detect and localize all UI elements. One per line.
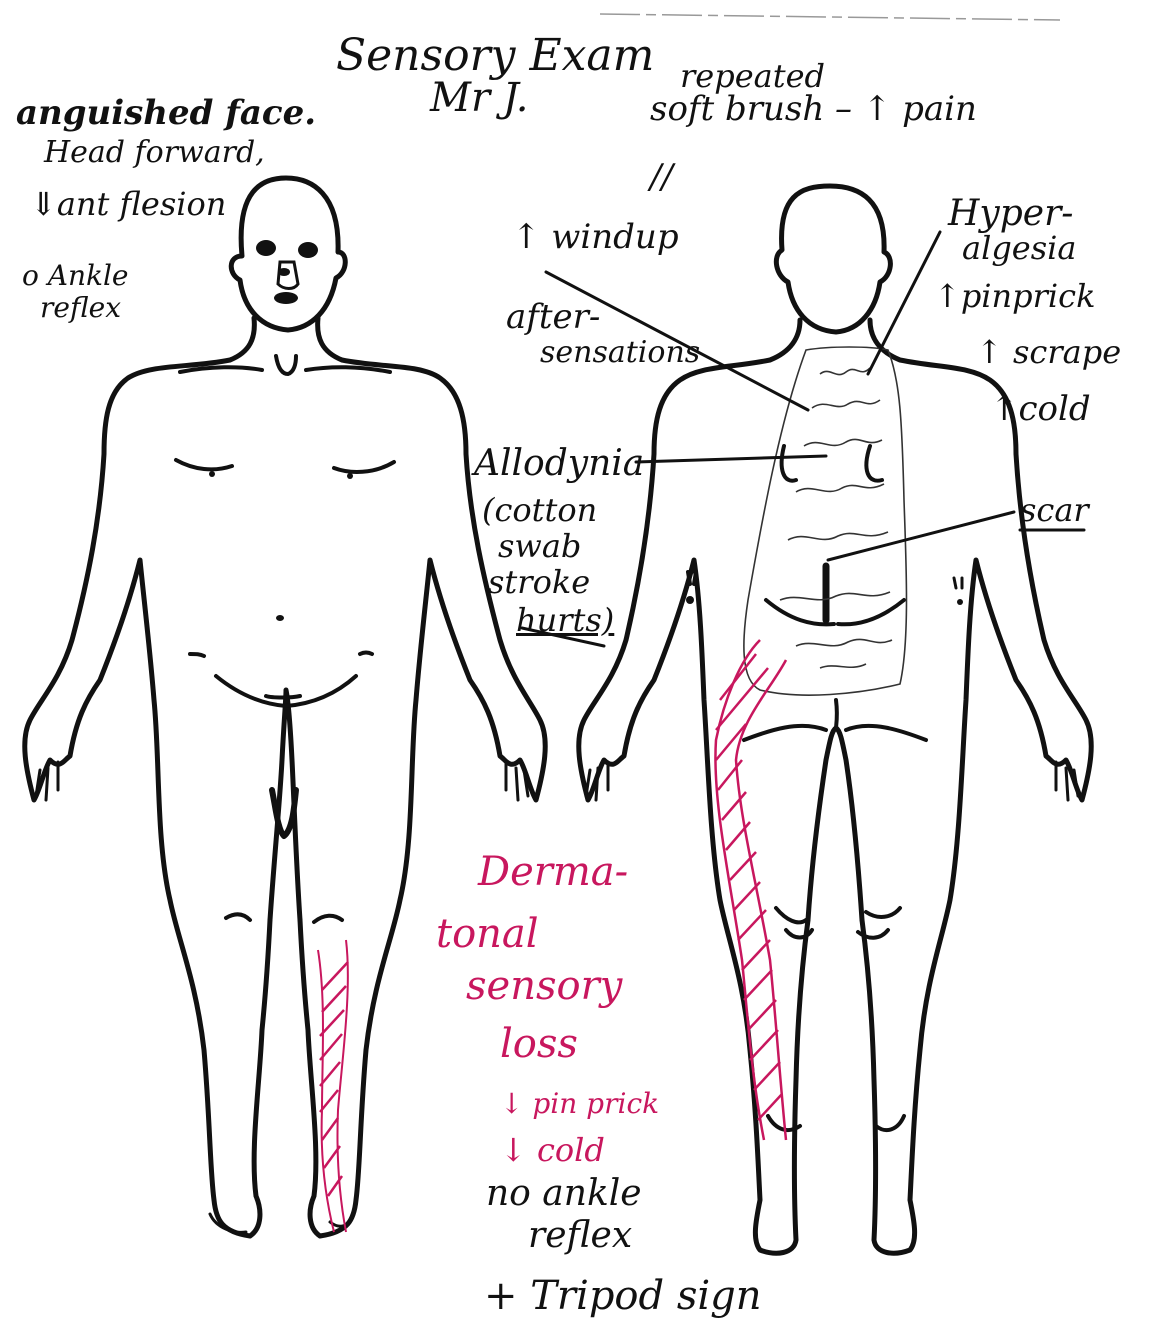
note-scrape: ↑ scrape (976, 336, 1121, 368)
note-tripod-sign: + Tripod sign (484, 1276, 762, 1316)
note-ankle-reflex-1: o Ankle (22, 262, 129, 290)
note-anguished-face: anguished face. (16, 96, 316, 130)
note-soft-brush: soft brush – ↑ pain (650, 92, 977, 126)
note-tonal: tonal (436, 914, 539, 954)
note-pinprick-down: ↓ pin prick (500, 1090, 659, 1118)
note-parallel-mark: // (650, 160, 673, 194)
note-algesia: algesia (962, 232, 1076, 264)
back-inner-legs (808, 728, 862, 920)
note-swab: swab (498, 530, 581, 562)
note-after-1: after- (506, 300, 600, 334)
back-head (776, 186, 890, 332)
allodynia-pointer-line (636, 456, 826, 462)
note-ant-flexion: ⇓ant flesion (30, 188, 226, 220)
page-edge-line (600, 14, 1060, 20)
note-hyper: Hyper- (948, 196, 1073, 232)
note-sensory: sensory (466, 966, 622, 1006)
front-figure (25, 178, 545, 1236)
note-no-ankle: no ankle (486, 1176, 642, 1212)
note-cold-up: ↑cold (990, 392, 1091, 426)
note-hurts: hurts) (516, 604, 614, 636)
note-pinprick-up: ↑pinprick (934, 280, 1095, 312)
note-windup: ↑ windup (512, 220, 679, 254)
scar-pointer-line (828, 512, 1014, 560)
note-loss: loss (500, 1024, 578, 1064)
hyperalgesia-pointer-line (868, 232, 940, 374)
front-head (231, 178, 345, 330)
note-reflex: reflex (528, 1218, 632, 1254)
note-cotton: (cotton (482, 494, 597, 526)
front-body-outline (25, 318, 270, 1236)
note-scar: scar (1020, 494, 1089, 526)
note-cold-down: ↓ cold (500, 1134, 605, 1166)
note-derma: Derma- (478, 852, 628, 892)
front-face (256, 240, 318, 304)
note-after-2: sensations (540, 338, 700, 368)
note-stroke: stroke (488, 566, 590, 598)
note-head-forward: Head forward, (44, 138, 265, 168)
patient-name: Mr J. (430, 78, 528, 118)
back-allodynia-region (744, 347, 907, 695)
note-allodynia: Allodynia (474, 446, 644, 482)
page-title: Sensory Exam (336, 34, 654, 78)
note-ankle-reflex-2: reflex (40, 294, 121, 322)
front-dermatome-hatching (318, 940, 348, 1232)
note-repeated: repeated (680, 60, 825, 92)
